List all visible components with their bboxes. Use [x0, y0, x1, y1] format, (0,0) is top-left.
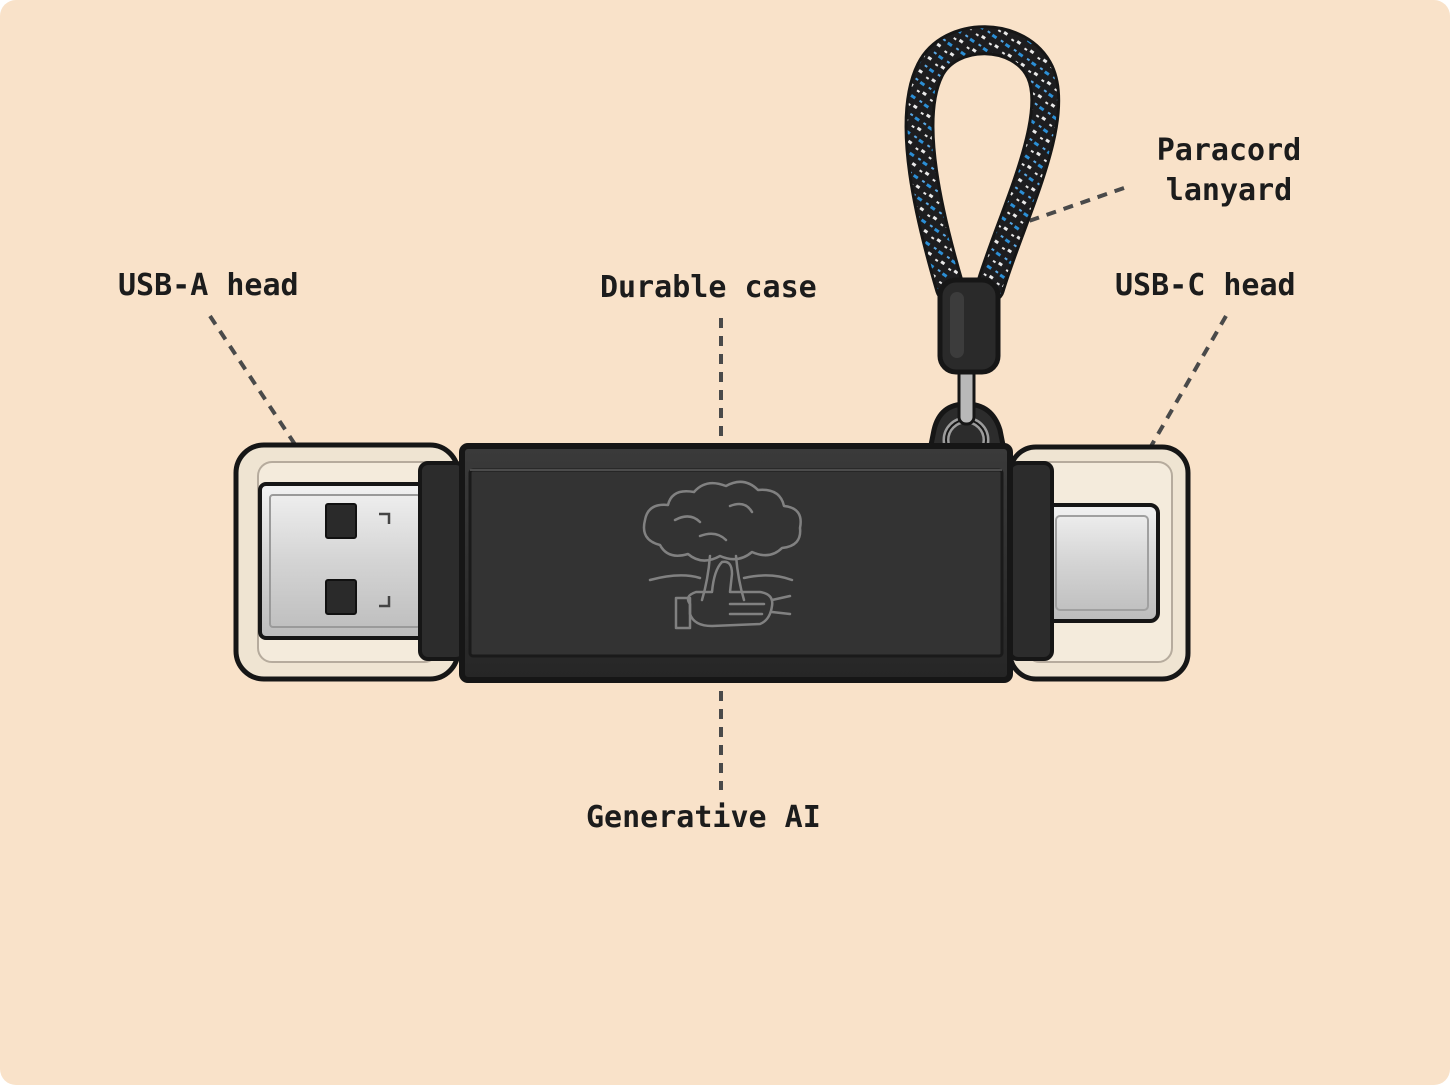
label-paracord-lanyard: Paracord lanyard: [1140, 131, 1318, 211]
usb-c-metal-plug: [1044, 503, 1160, 623]
mushroom-cloud-thumbs-up-icon: [642, 480, 802, 630]
paracord-lanyard: [904, 25, 1061, 375]
lanyard-end-cap: [937, 277, 1001, 375]
label-durable-case: Durable case: [600, 270, 817, 305]
usb-c-head: [1007, 444, 1191, 682]
label-usb-a-head: USB-A head: [118, 268, 299, 303]
usb-a-head: [233, 442, 466, 682]
label-paracord-line-1: Paracord: [1156, 133, 1302, 168]
label-paracord-line-2: lanyard: [1165, 173, 1293, 208]
leader-usb-a: [208, 314, 304, 457]
leader-paracord: [1025, 186, 1125, 224]
leader-usb-c: [1144, 315, 1228, 456]
label-usb-c-head: USB-C head: [1115, 268, 1296, 303]
label-generative-ai: Generative AI: [586, 800, 821, 835]
